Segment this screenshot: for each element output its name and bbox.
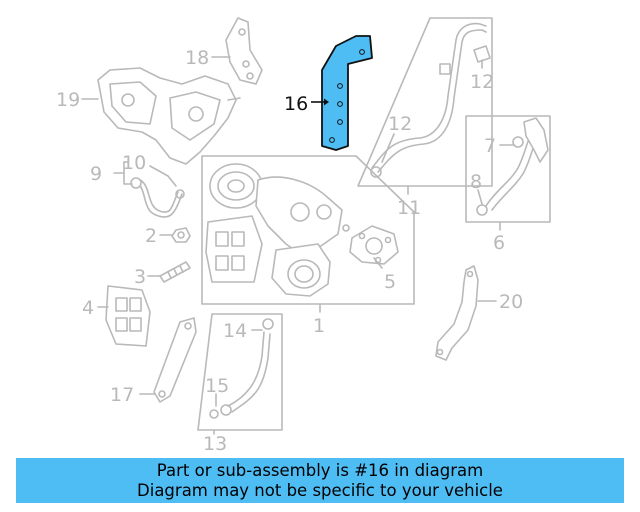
part-1-turbocharger[interactable] — [205, 163, 350, 297]
label-8: 8 — [470, 171, 482, 193]
leader-8 — [477, 189, 483, 205]
part-3-stud[interactable] — [159, 261, 191, 283]
label-5: 5 — [384, 271, 396, 293]
label-2: 2 — [145, 225, 157, 247]
part-19-manifold[interactable] — [97, 67, 241, 165]
label-4: 4 — [82, 297, 94, 319]
label-16: 16 — [284, 93, 308, 115]
label-3: 3 — [134, 266, 146, 288]
part-9-line[interactable] — [130, 177, 185, 218]
part-13-coolant-line[interactable] — [209, 318, 274, 419]
leader-bracket-9-10 — [123, 161, 133, 185]
part-17-bracket[interactable] — [153, 317, 197, 403]
label-12a: 12 — [388, 113, 412, 135]
label-13: 13 — [203, 433, 227, 455]
leader-12a — [381, 133, 395, 163]
info-banner: Part or sub-assembly is #16 in diagram D… — [16, 458, 624, 503]
label-20: 20 — [499, 291, 523, 313]
parts-diagram: 18 19 16 12 12 11 — [56, 17, 551, 455]
part-11-oil-line[interactable] — [370, 22, 491, 178]
label-9: 9 — [90, 163, 102, 185]
label-1: 1 — [313, 315, 325, 337]
label-15: 15 — [205, 375, 229, 397]
leader-5 — [373, 257, 383, 269]
part-20-support[interactable] — [435, 265, 479, 361]
label-18: 18 — [185, 47, 209, 69]
banner-line-2: Diagram may not be specific to your vehi… — [137, 481, 503, 500]
part-2-nut[interactable] — [171, 227, 191, 243]
label-19: 19 — [56, 89, 80, 111]
part-16-heat-shield[interactable] — [321, 35, 373, 151]
label-6: 6 — [493, 232, 505, 254]
part-18-bracket[interactable] — [225, 17, 263, 85]
leader-10 — [149, 165, 177, 187]
label-7: 7 — [484, 135, 496, 157]
group-13-box — [197, 313, 283, 431]
label-17: 17 — [110, 384, 134, 406]
banner-line-1: Part or sub-assembly is #16 in diagram — [156, 461, 484, 480]
label-10: 10 — [122, 152, 146, 174]
group-1-box — [201, 155, 415, 305]
label-14: 14 — [223, 320, 247, 342]
group-11-box — [357, 17, 493, 187]
part-6-water-line[interactable] — [476, 117, 549, 216]
label-12b: 12 — [470, 71, 494, 93]
part-4-gasket[interactable] — [105, 285, 151, 347]
group-6-box — [465, 115, 551, 223]
arrow-16-icon — [324, 98, 329, 106]
